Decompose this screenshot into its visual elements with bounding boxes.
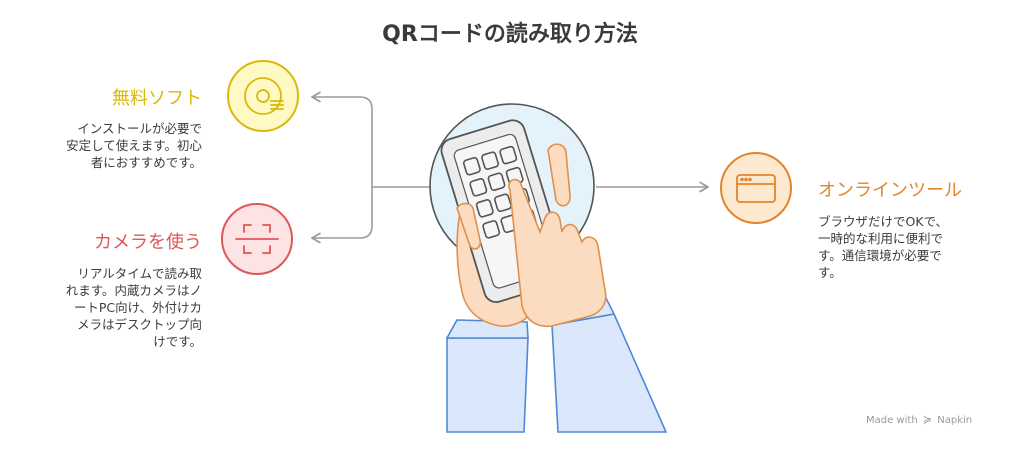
browser-window-icon	[736, 174, 776, 203]
connector-to-camera	[311, 187, 373, 244]
watermark[interactable]: Made with ≽ Napkin	[866, 413, 973, 426]
phone-key	[493, 193, 512, 213]
camera-node	[221, 203, 293, 275]
phone-key	[481, 151, 500, 170]
disc-icon	[244, 77, 284, 115]
phone-key	[462, 156, 481, 176]
scan-frame-icon	[235, 224, 279, 254]
connectors	[311, 91, 709, 244]
page-title: QRコードの読み取り方法	[382, 22, 638, 47]
phone-key	[475, 199, 494, 218]
camera-heading: カメラを使う	[94, 232, 202, 253]
phone-key	[469, 178, 488, 197]
phone-key	[499, 145, 518, 165]
free-software-node	[227, 60, 299, 132]
free-software-heading: 無料ソフト	[112, 88, 202, 109]
online-tool-heading: オンラインツール	[818, 180, 962, 201]
phone-key	[482, 220, 501, 239]
camera-description: リアルタイムで読み取 れます。内蔵カメラはノ ートPC向け、外付けカ メラはデス…	[65, 266, 202, 349]
napkin-logo-icon: ≽	[922, 413, 933, 426]
connector-to-free-software	[311, 91, 430, 188]
phone-key	[487, 172, 506, 191]
free-software-description: インストールが必要で 安定して使えます。初心 者におすすめです。	[66, 121, 202, 170]
online-tool-node	[720, 152, 792, 224]
hand-holding-phone-icon	[429, 103, 668, 433]
online-tool-description: ブラウザだけでOKで、 一時的な利用に便利で す。通信環境が必要で す。	[818, 214, 949, 280]
